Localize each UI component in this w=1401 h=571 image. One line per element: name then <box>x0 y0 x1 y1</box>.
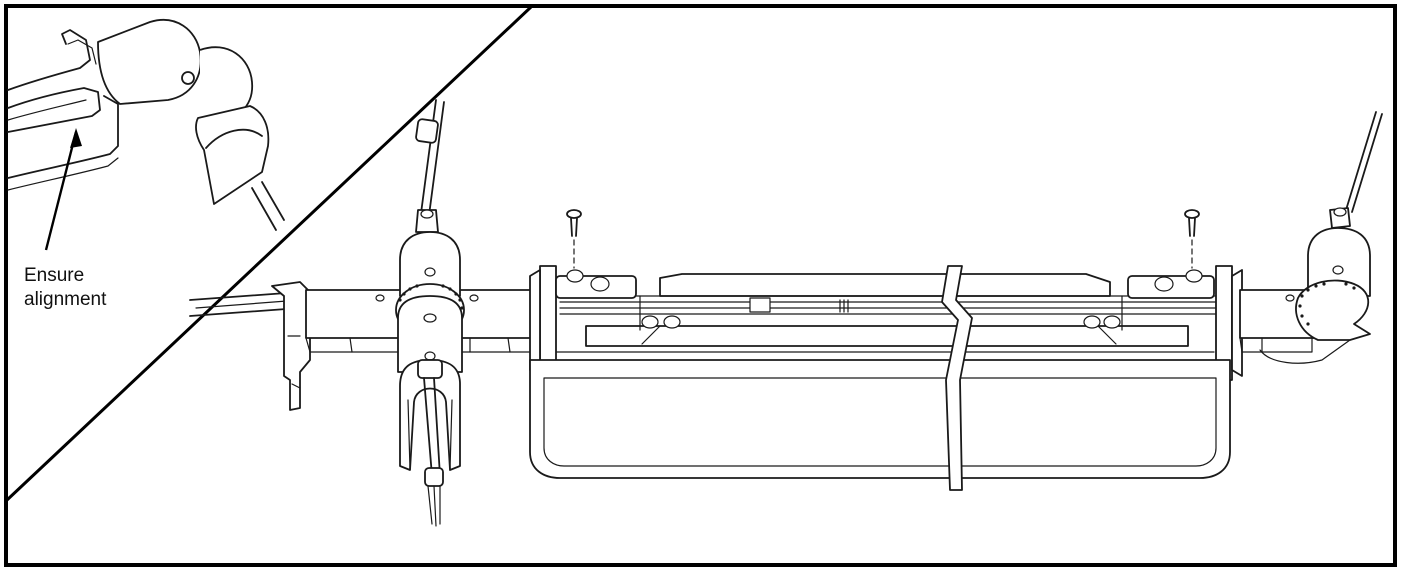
callout-arrow <box>44 131 78 251</box>
callout-text: Ensure alignment <box>24 264 106 312</box>
inset-divider <box>5 5 533 502</box>
callout-arrowhead <box>70 128 82 148</box>
main-assembly <box>189 99 1383 527</box>
right-screw <box>1184 209 1200 269</box>
left-screw <box>566 209 582 269</box>
callout-line-2: alignment <box>24 289 107 310</box>
inset-detail <box>7 19 285 251</box>
break-mark <box>941 265 973 491</box>
right-disc-teeth <box>1298 282 1356 326</box>
callout-line-1: Ensure <box>24 265 85 286</box>
figure-frame <box>4 4 1397 567</box>
